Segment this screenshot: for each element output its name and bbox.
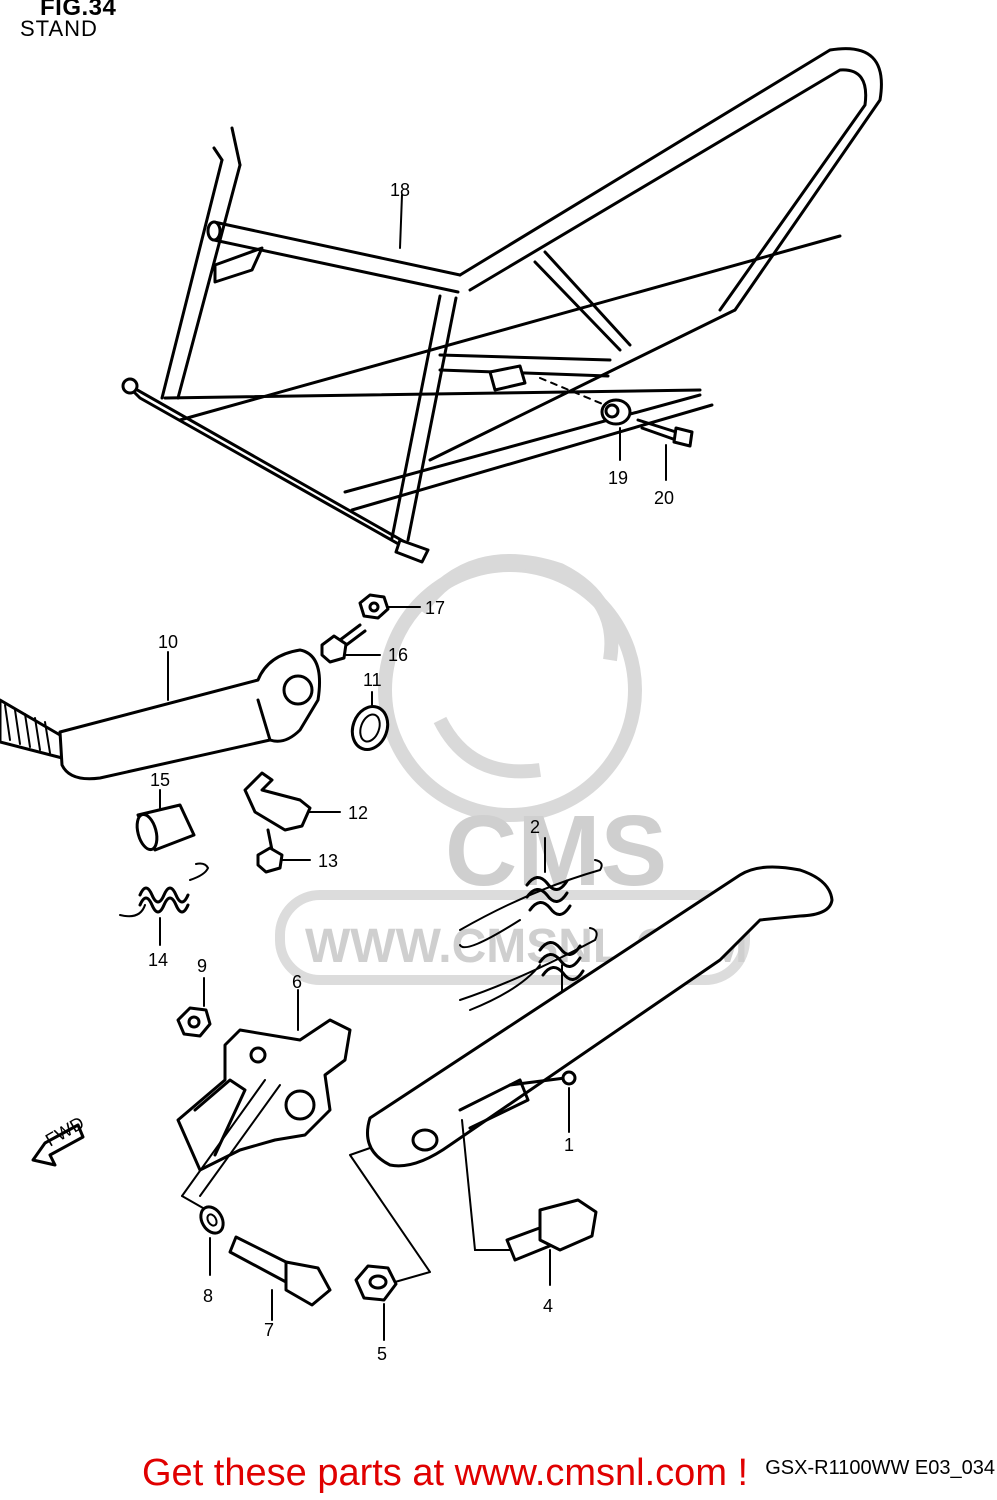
callout-11: 11 <box>363 670 382 690</box>
part-10-pedal <box>0 648 322 781</box>
fwd-arrow-icon: FWD <box>31 1113 87 1167</box>
callout-13: 13 <box>318 851 338 871</box>
part-5-nut <box>354 1264 398 1341</box>
part-1-side-stand <box>366 865 834 1251</box>
callout-7: 7 <box>264 1320 274 1340</box>
figure-title: STAND <box>20 16 98 41</box>
callout-18: 18 <box>390 180 410 200</box>
callout-17: 17 <box>425 598 445 618</box>
part-3-spring <box>459 927 598 1011</box>
part-17-nut <box>358 593 421 620</box>
part-14-spring <box>119 862 210 946</box>
part-11-washer <box>350 691 390 751</box>
part-2-spring <box>459 837 603 949</box>
callout-6: 6 <box>292 972 302 992</box>
part-16-bolt <box>320 623 381 664</box>
model-code: GSX-R1100WW E03_034 <box>765 1457 995 1479</box>
callout-16: 16 <box>388 645 408 665</box>
part-9-nut <box>176 977 212 1038</box>
part-7-bolt <box>228 1235 332 1321</box>
callout-4: 4 <box>543 1296 553 1316</box>
callout-20: 20 <box>654 488 674 508</box>
callout-1: 1 <box>564 1135 574 1155</box>
callout-12: 12 <box>348 803 368 823</box>
callout-8: 8 <box>203 1286 213 1306</box>
part-19-washer <box>600 398 632 461</box>
part-8-washer <box>199 1205 225 1276</box>
callout-5: 5 <box>377 1344 387 1364</box>
callout-14: 14 <box>148 950 168 970</box>
callout-9: 9 <box>197 956 207 976</box>
callout-19: 19 <box>608 468 628 488</box>
center-stand-frame <box>121 47 883 564</box>
callout-2: 2 <box>530 817 540 837</box>
callout-10: 10 <box>158 632 178 652</box>
part-15-collar <box>135 789 196 852</box>
part-12-bracket <box>243 771 341 832</box>
part-4-bolt <box>505 1198 598 1286</box>
part-13-screw <box>256 828 311 874</box>
part-20-bolt <box>636 418 694 481</box>
part-6-bracket <box>176 989 352 1172</box>
parts-link-text[interactable]: Get these parts at www.cmsnl.com ! <box>142 1452 749 1494</box>
callout-15: 15 <box>150 770 170 790</box>
figure-number: FIG.34 <box>40 0 117 21</box>
